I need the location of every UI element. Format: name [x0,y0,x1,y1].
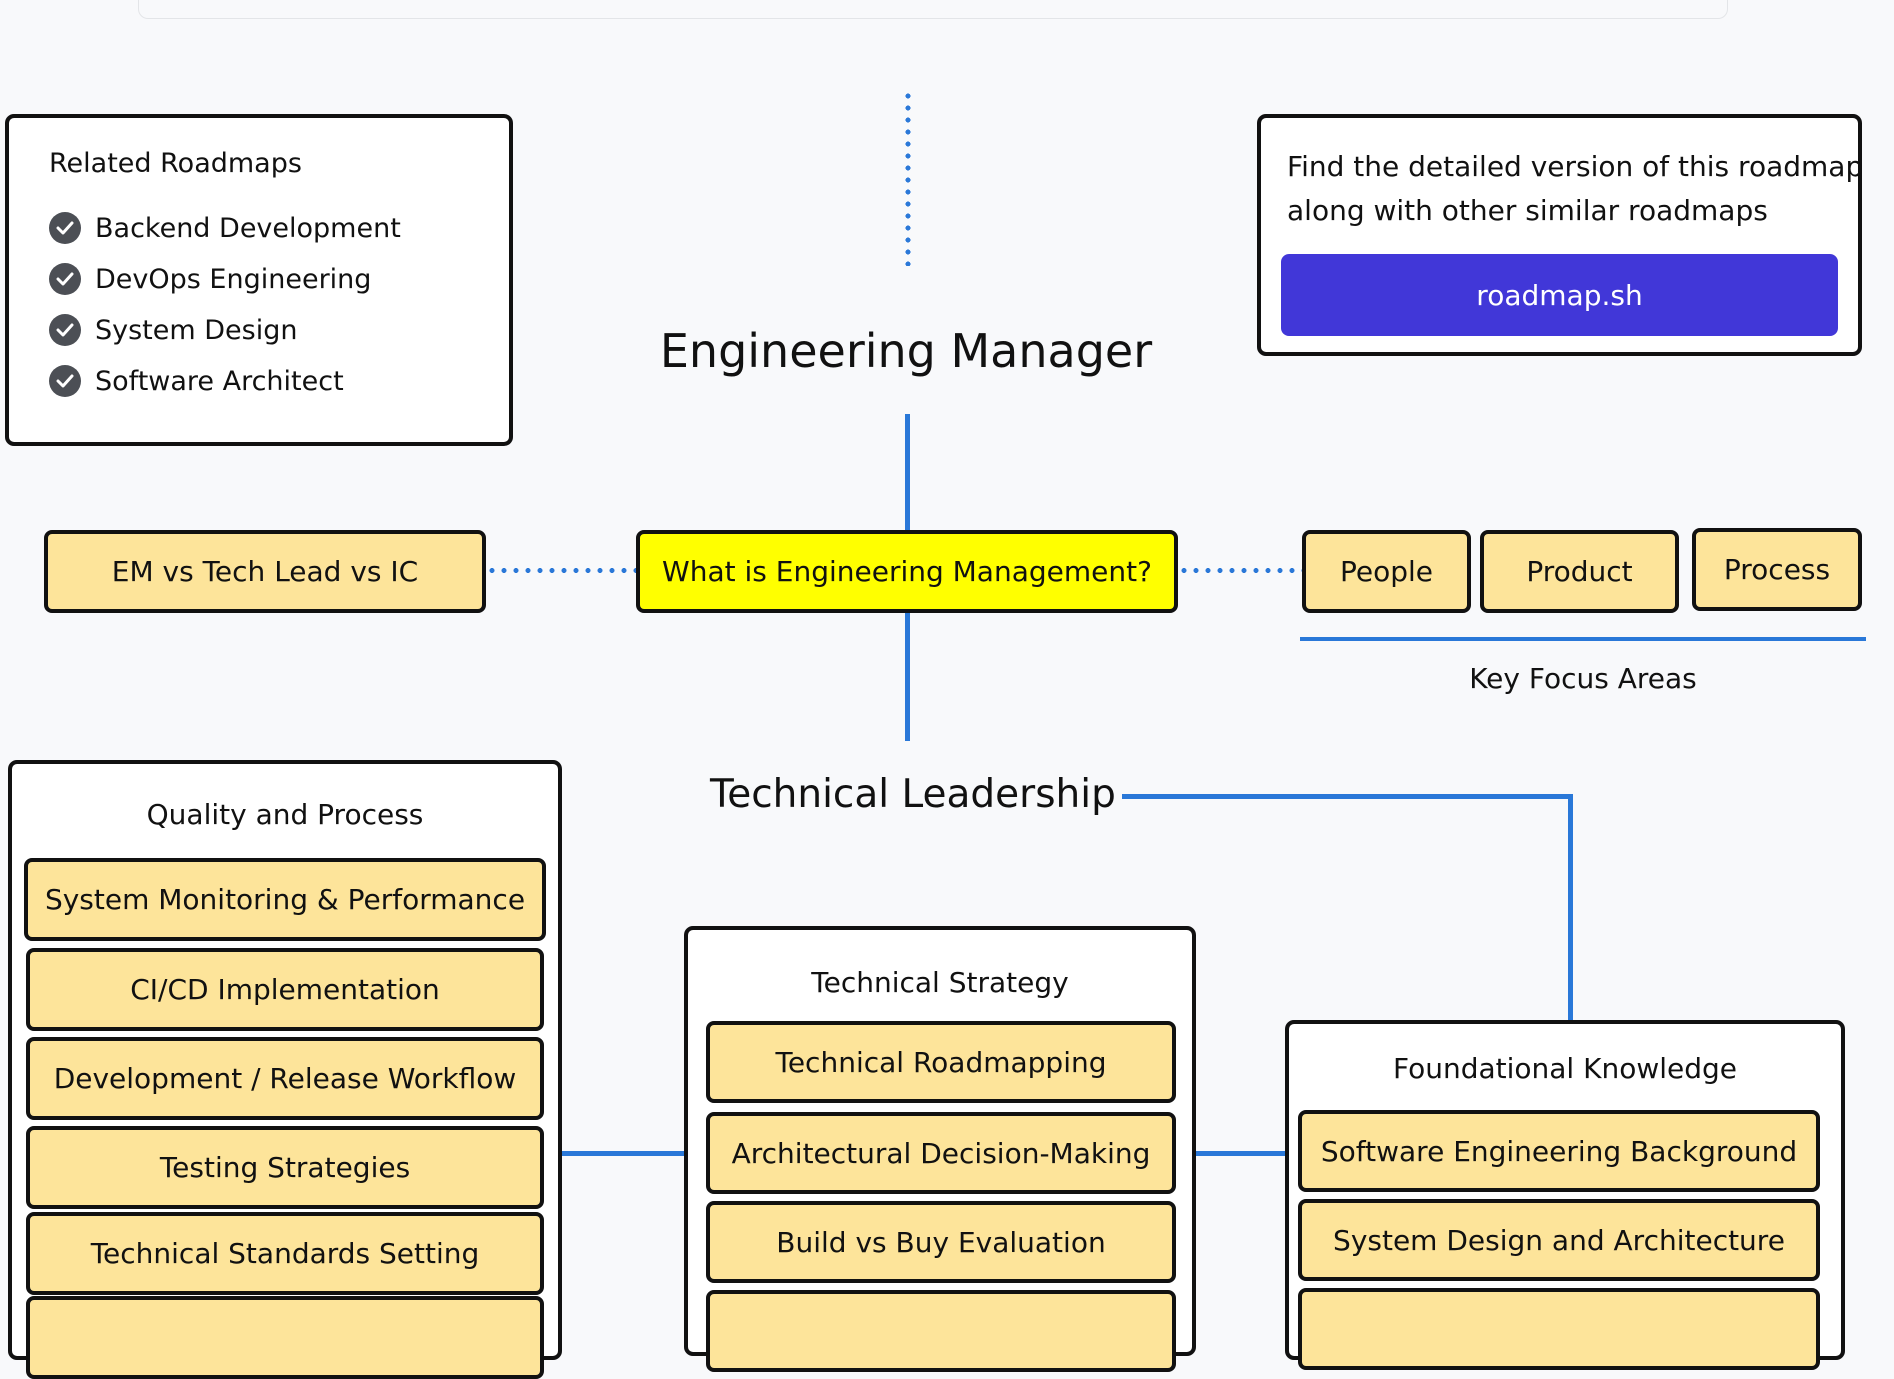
quality-item-standards[interactable]: Technical Standards Setting [26,1212,544,1295]
related-item-label: System Design [95,314,298,346]
top-dotted-connector [905,90,911,266]
focus-areas-underline [1300,637,1866,641]
roadmap-sh-button[interactable]: roadmap.sh [1281,254,1838,336]
page-title: Engineering Manager [659,324,1153,378]
connector-strategy-to-foundational [1196,1151,1286,1156]
related-item-label: Software Architect [95,365,344,397]
related-item-software-architect[interactable]: Software Architect [49,365,344,397]
center-node[interactable]: What is Engineering Management? [636,530,1178,613]
quality-item-monitoring[interactable]: System Monitoring & Performance [24,858,546,941]
focus-node-process[interactable]: Process [1692,528,1862,611]
promo-text-line1: Find the detailed version of this roadma… [1287,150,1864,183]
strategy-item-partial[interactable] [706,1290,1176,1372]
check-icon [49,212,81,244]
foundational-item-software-engineering[interactable]: Software Engineering Background [1298,1110,1820,1192]
related-roadmaps-heading: Related Roadmaps [49,148,302,179]
strategy-item-build-vs-buy[interactable]: Build vs Buy Evaluation [706,1201,1176,1283]
foundational-item-partial[interactable] [1298,1288,1820,1370]
dotted-connector-left [486,568,636,573]
promo-panel: Find the detailed version of this roadma… [1257,114,1864,356]
dotted-connector-right [1178,568,1302,573]
promo-text-line2: along with other similar roadmaps [1287,194,1768,227]
check-icon [49,314,81,346]
connector-center-to-leadership [905,613,910,741]
strategy-item-architecture[interactable]: Architectural Decision-Making [706,1112,1176,1194]
related-item-label: DevOps Engineering [95,263,372,295]
focus-areas-caption: Key Focus Areas [1469,662,1697,695]
technical-strategy-heading: Technical Strategy [811,966,1069,999]
foundational-item-system-design[interactable]: System Design and Architecture [1298,1199,1820,1281]
focus-node-product[interactable]: Product [1480,530,1679,613]
quality-item-testing[interactable]: Testing Strategies [26,1126,544,1209]
related-item-devops[interactable]: DevOps Engineering [49,263,371,295]
connector-title-to-center [905,414,910,532]
quality-item-release-workflow[interactable]: Development / Release Workflow [26,1037,544,1120]
technical-leadership-heading: Technical Leadership [710,772,1116,817]
foundational-knowledge-heading: Foundational Knowledge [1392,1052,1738,1085]
top-bar [138,0,1728,19]
connector-leadership-right [1122,794,1573,799]
related-item-backend[interactable]: Backend Development [49,212,401,244]
quality-item-partial[interactable] [26,1296,544,1379]
related-item-system-design[interactable]: System Design [49,314,298,346]
check-icon [49,263,81,295]
connector-quality-to-strategy [562,1151,686,1156]
focus-node-people[interactable]: People [1302,530,1471,613]
related-roadmaps-panel: Related Roadmaps Backend Development Dev… [5,114,513,446]
em-vs-tech-lead-node[interactable]: EM vs Tech Lead vs IC [44,530,486,613]
quality-item-cicd[interactable]: CI/CD Implementation [26,948,544,1031]
strategy-item-roadmapping[interactable]: Technical Roadmapping [706,1021,1176,1103]
connector-leadership-down [1568,794,1573,1022]
related-item-label: Backend Development [95,212,401,244]
check-icon [49,365,81,397]
quality-process-heading: Quality and Process [146,798,424,831]
